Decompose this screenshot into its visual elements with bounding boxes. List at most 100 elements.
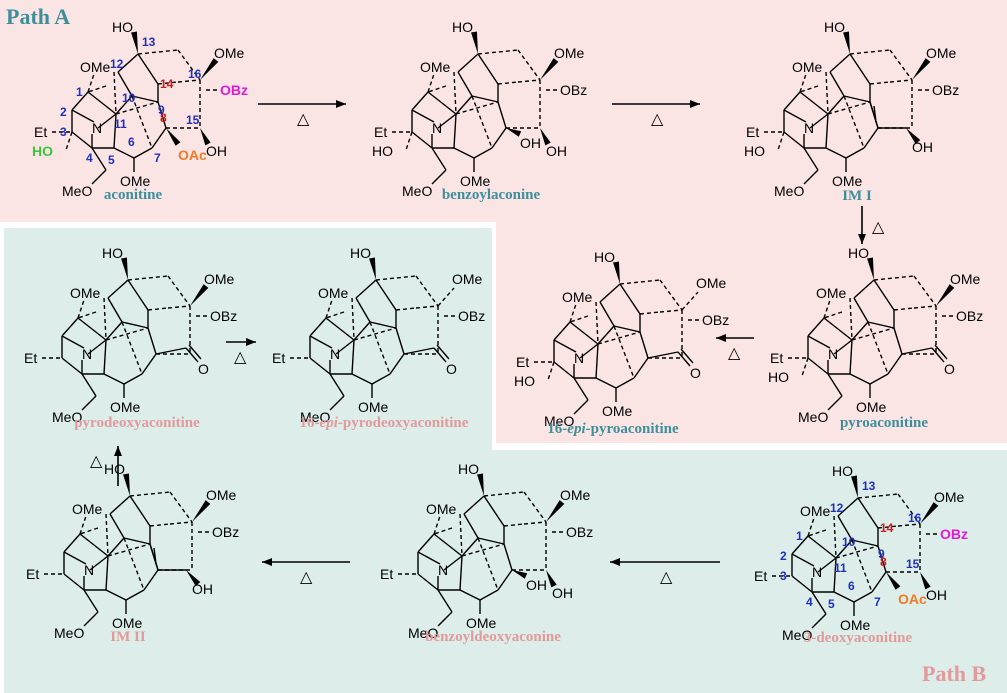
svg-text:O: O [198,361,209,377]
svg-text:OH: OH [912,139,933,155]
atom-number-16: 16 [188,67,202,81]
svg-text:OMe: OMe [602,403,633,419]
atom-number-9: 9 [158,103,165,117]
svg-text:Et: Et [380,566,393,582]
svg-text:MeO: MeO [408,625,438,641]
atom-number-7: 7 [874,595,881,609]
path-a-region [0,0,1007,443]
svg-text:OBz: OBz [210,308,237,324]
svg-text:N: N [804,120,814,136]
heat-label: △ [90,453,103,470]
atom-number-2: 2 [780,549,787,563]
atom-number-11: 11 [114,117,127,131]
label-pyrodeoxyaconitine: pyrodeoxyaconitine [74,415,200,431]
svg-text:OMe: OMe [856,399,887,415]
svg-text:MeO: MeO [62,183,92,199]
atom-number-6: 6 [128,135,135,149]
svg-text:Et: Et [746,124,759,140]
atom-number-3: 3 [60,125,67,139]
arrow-benzoyldeoxy-to-im2: △ [262,558,350,586]
arrow-benzoylaconine-to-im1: △ [612,100,700,128]
arrow-pyrodeoxy-to-16-epi: △ [226,338,256,366]
atom-number-10: 10 [842,535,856,549]
svg-text:OMe: OMe [426,501,457,517]
svg-text:OBz: OBz [220,82,248,98]
svg-text:OMe: OMe [420,59,451,75]
svg-text:N: N [574,350,584,366]
svg-text:OMe: OMe [452,271,483,287]
heat-label: △ [297,111,310,128]
heat-label: △ [234,349,247,366]
svg-text:OH: OH [552,585,573,601]
svg-text:Et: Et [272,350,285,366]
svg-text:OMe: OMe [792,59,823,75]
svg-text:OAc: OAc [178,147,207,163]
label-aconitine: aconitine [103,187,163,203]
svg-text:OMe: OMe [206,487,237,503]
svg-text:HO: HO [594,249,615,265]
label-pyroaconitine: pyroaconitine [839,415,929,431]
svg-text:OBz: OBz [956,308,983,324]
svg-text:OH: OH [192,581,213,597]
atom-number-14: 14 [880,521,894,535]
svg-text:OMe: OMe [80,59,111,75]
atom-number-10: 10 [122,91,136,105]
atom-number-6: 6 [848,579,855,593]
heat-label: △ [300,569,313,586]
atom-number-5: 5 [108,153,115,167]
svg-text:OMe: OMe [562,289,593,305]
svg-text:MeO: MeO [52,409,82,425]
arrow-pyroaconitine-to-16-epi: △ [716,334,754,362]
svg-text:HO: HO [452,19,473,35]
svg-text:OH: OH [526,577,547,593]
svg-text:OMe: OMe [466,615,497,631]
arrow-3-deoxy-to-benzoyldeoxy: △ [610,558,720,586]
atom-number-9: 9 [878,547,885,561]
atom-number-2: 2 [60,105,67,119]
label-16-epi-pyrodeoxyaconitine: 16-epi-pyrodeoxyaconitine [299,415,469,431]
svg-text:O: O [446,361,457,377]
label-im1: IM I [842,188,872,204]
heat-label: △ [651,111,664,128]
atom-number-11: 11 [834,561,847,575]
svg-text:OBz: OBz [212,524,239,540]
label-16-epi-pyroaconitine: 16-epi-pyroaconitine [547,421,679,437]
atom-number-8: 8 [160,111,167,125]
svg-text:OBz: OBz [940,526,968,542]
svg-text:OH: OH [520,135,541,151]
svg-text:Et: Et [26,566,39,582]
arrow-im2-to-pyrodeoxy: △ [90,446,122,486]
svg-text:OMe: OMe [358,399,389,415]
svg-text:N: N [330,346,340,362]
atom-number-4: 4 [806,595,813,609]
svg-text:HO: HO [104,461,125,477]
svg-text:OMe: OMe [204,271,235,287]
svg-text:HO: HO [824,19,845,35]
svg-text:N: N [84,562,94,578]
svg-text:OBz: OBz [566,524,593,540]
arrow-im1-to-pyroaconitine: △ [858,206,885,244]
arrow-aconitine-to-benzoylaconine: △ [258,100,346,128]
svg-text:MeO: MeO [402,183,432,199]
label-im2: IM II [110,629,146,645]
svg-text:OMe: OMe [214,45,245,61]
svg-text:OMe: OMe [110,399,141,415]
svg-text:MeO: MeO [782,627,812,643]
svg-text:MeO: MeO [774,183,804,199]
atom-number-15: 15 [186,113,200,127]
atom-number-4: 4 [86,151,93,165]
label-3-deoxyaconitine: 3-deoxyaconitine [803,630,913,646]
svg-text:OMe: OMe [70,285,101,301]
svg-text:OMe: OMe [460,173,491,189]
path-a-title: Path A [6,4,71,29]
svg-text:N: N [828,346,838,362]
svg-text:N: N [812,564,822,580]
